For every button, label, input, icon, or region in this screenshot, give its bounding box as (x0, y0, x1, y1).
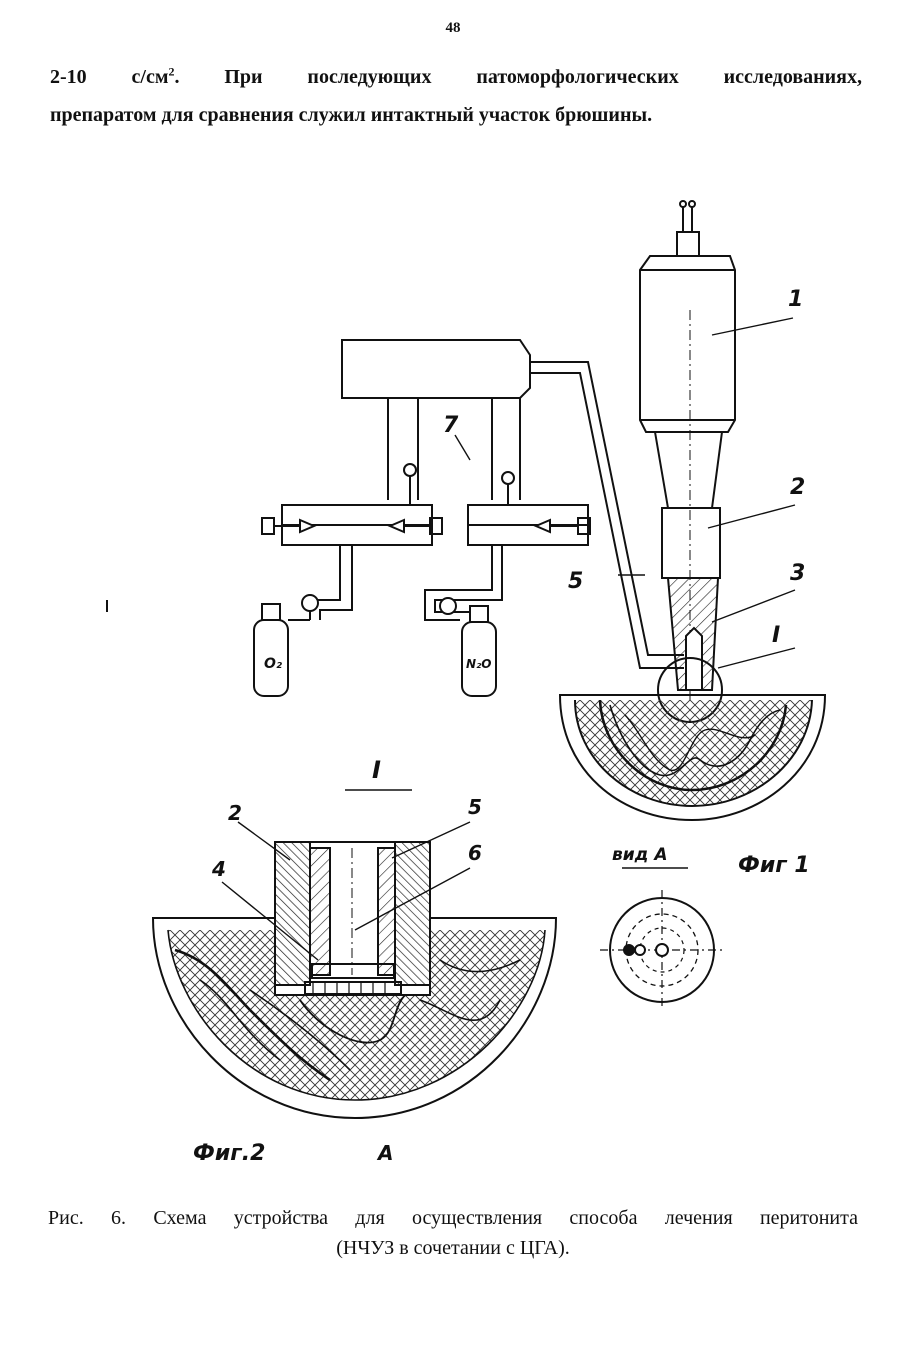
label-cylinder-o2: O₂ (264, 656, 283, 672)
label-fig2-part2: 2 (228, 801, 242, 825)
label-fig1-part3: 3 (790, 561, 805, 586)
body-line-1: 2-10 с/см2. При последующих патоморфолог… (50, 58, 862, 96)
label-fig1-part1: 1 (788, 287, 803, 312)
figure-caption: Рис. 6. Схема устройства для осуществлен… (48, 1203, 858, 1263)
label-fig2-part6: 6 (468, 841, 482, 865)
label-fig1-part5: 5 (568, 569, 583, 594)
body-line-2: препаратом для сравнения служил интактны… (50, 104, 653, 126)
fig1-abdomen-section (558, 694, 827, 822)
fig1-probe (639, 200, 736, 723)
label-fig1-part7: 7 (443, 413, 459, 438)
label-fig1-part2: 2 (790, 475, 805, 500)
label-view-a: вид А (612, 845, 667, 865)
label-fig2-part4: 4 (211, 857, 226, 881)
body-line-1-end: . При последующих патоморфологических ис… (174, 66, 862, 88)
caption-line-2: (НЧУЗ в сочетании с ЦГА). (336, 1237, 570, 1259)
label-fig2-caption: Фиг.2 (193, 1141, 265, 1166)
fig1-leader-lines (454, 317, 796, 669)
label-cylinder-n2o: N₂O (466, 657, 492, 671)
label-fig2-title: I (372, 756, 381, 784)
label-fig2-part5: 5 (468, 795, 482, 819)
fig2-leader-lines (221, 821, 471, 961)
label-fig1-detail: I (772, 623, 780, 648)
fig1-gas-circuit (253, 339, 684, 697)
caption-line-1: Рис. 6. Схема устройства для осуществлен… (48, 1207, 858, 1229)
view-a-diagram (600, 867, 724, 1010)
body-line-1-start: 2-10 с/см (50, 66, 169, 88)
label-fig1-caption: Фиг 1 (738, 853, 810, 878)
body-superscript: 2 (168, 64, 175, 79)
label-fig2-letter: А (376, 1141, 393, 1165)
body-paragraph: 2-10 с/см2. При последующих патоморфолог… (50, 58, 862, 134)
page-number: 48 (445, 20, 461, 36)
fig2-detail-section (151, 789, 558, 1120)
